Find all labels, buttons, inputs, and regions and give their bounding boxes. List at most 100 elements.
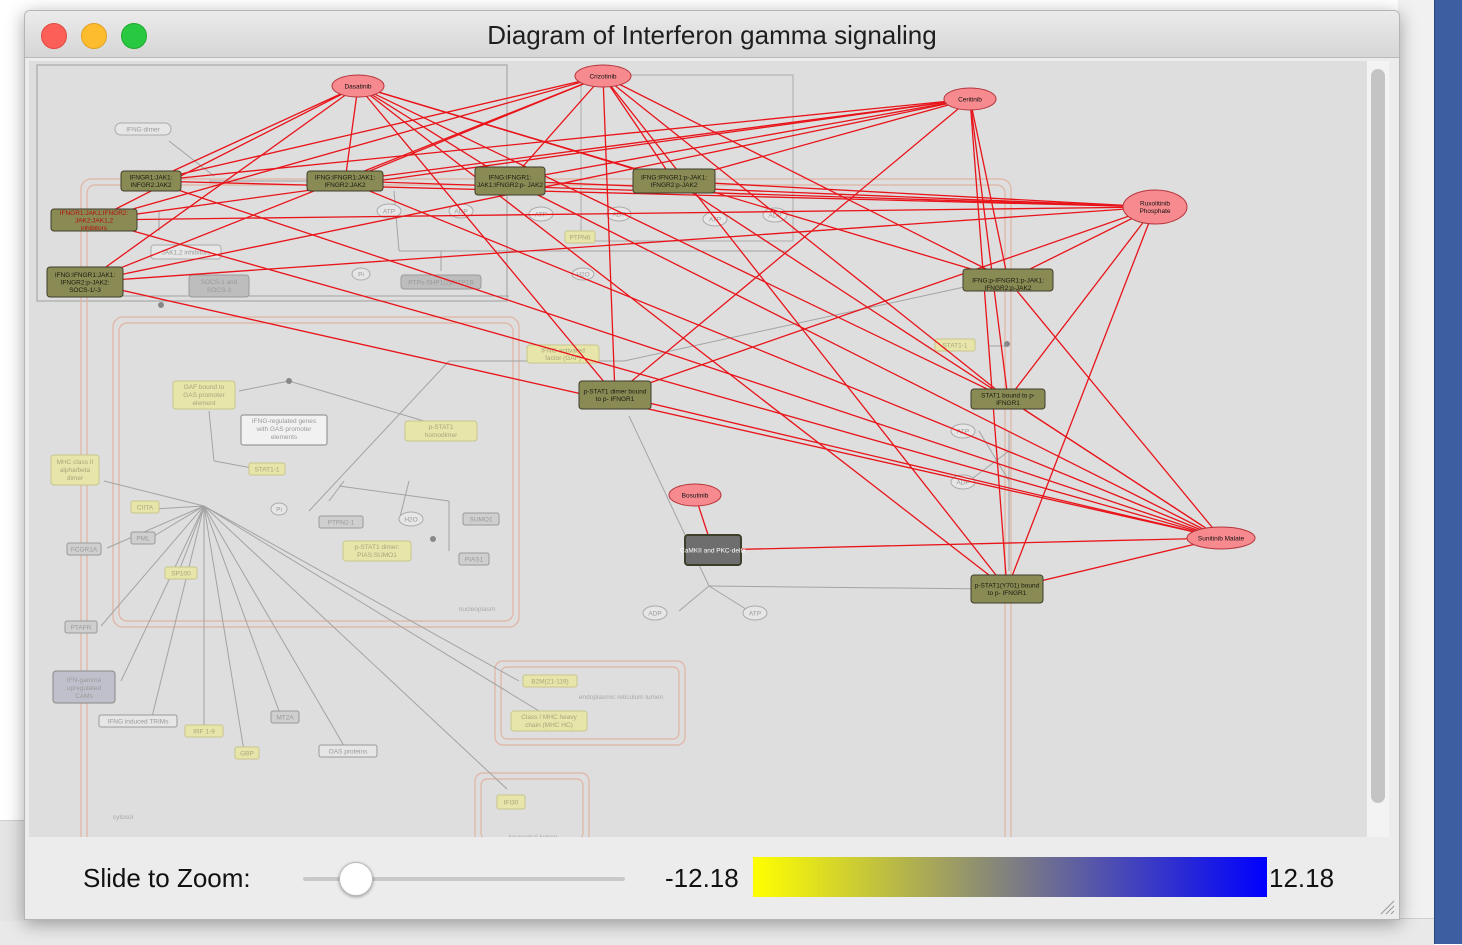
drug-target-edge[interactable] (969, 98, 1009, 400)
drug-target-edge[interactable] (614, 206, 1156, 396)
complex-node[interactable]: IFNG:IFNGR1:p-JAK1:IFNGR2:p-JAK2 (632, 168, 716, 194)
complex-label: SOCS-1/-3 (69, 287, 101, 294)
drug-target-edge[interactable] (93, 75, 604, 221)
drug-label: Phosphate (1139, 208, 1170, 215)
resize-grip-icon[interactable] (1379, 899, 1395, 915)
complex-label: IFNG:IFNGR1: (489, 175, 532, 182)
close-button[interactable] (41, 23, 67, 49)
drug-node[interactable]: Crizotinib (574, 64, 632, 88)
drug-target-edge[interactable] (93, 219, 1222, 539)
vertical-scroll-thumb[interactable] (1371, 69, 1385, 803)
drug-target-edge[interactable] (509, 180, 1222, 539)
drug-target-edge[interactable] (614, 394, 1222, 539)
drug-target-edge[interactable] (344, 98, 971, 182)
drug-target-edge[interactable] (712, 537, 1222, 551)
drug-target-edge[interactable] (357, 85, 511, 182)
svg-text:JAK1,2 inhibitors: JAK1,2 inhibitors (162, 250, 212, 257)
drug-target-edge[interactable] (969, 98, 1009, 281)
drug-target-edge[interactable] (93, 206, 1156, 221)
svg-text:H2O: H2O (404, 517, 417, 524)
drug-label: Crizotinib (589, 73, 616, 80)
drug-target-edge[interactable] (969, 98, 1008, 590)
drug-target-edge[interactable] (150, 85, 359, 182)
drug-target-edge[interactable] (84, 281, 1222, 539)
complex-node[interactable]: IFNG:IFNGR1:JAK1:IFNGR2:JAK2 (306, 170, 384, 192)
drug-node[interactable]: Sunitinib Malate (1186, 526, 1256, 550)
drug-target-edge[interactable] (150, 75, 604, 182)
legend-min-value: -12.18 (665, 863, 739, 893)
drug-node[interactable]: Bosutinib (668, 483, 722, 507)
complex-node[interactable]: IFNG:p-IFNGR1:p-JAK1:IFNGR2:p-JAK2 (962, 268, 1054, 292)
drug-target-edge[interactable] (509, 180, 1156, 208)
complex-label: IFNGR2:p-JAK2 (651, 182, 698, 189)
drug-label: Ceritinib (958, 96, 982, 103)
drug-node[interactable]: Ceritinib (943, 87, 997, 111)
complex-label: IFNGR2:p-JAK2: (61, 279, 110, 286)
background-reactions (100, 140, 1010, 790)
svg-text:chain (MHC HC): chain (MHC HC) (525, 722, 573, 729)
complex-node[interactable]: CaMKII and PKC-delta (680, 534, 746, 566)
background-nodes: IFNG dimer JAK1,2 inhibitors SOCS-1 andS… (50, 122, 1010, 837)
color-legend-bar (753, 857, 1267, 897)
drug-target-edge[interactable] (150, 98, 971, 182)
drug-target-edge[interactable] (602, 75, 1008, 590)
drug-target-edge[interactable] (614, 98, 971, 396)
svg-text:ADP: ADP (612, 212, 625, 219)
drug-target-edge[interactable] (1007, 279, 1222, 539)
svg-text:with GAS promoter: with GAS promoter (256, 426, 313, 433)
diagram-window: Diagram of Interferon gamma signaling (24, 10, 1400, 920)
complex-label: p-STAT1(Y701) bound (975, 583, 1040, 590)
drug-target-edge[interactable] (344, 85, 359, 182)
complex-node[interactable]: IFNGR1:JAK1:INFGR2:JAK2 (120, 170, 182, 192)
svg-text:FCGR1A: FCGR1A (71, 547, 98, 554)
svg-text:IRF 1-9: IRF 1-9 (193, 729, 215, 736)
svg-text:endoplasmic reticulum lumen: endoplasmic reticulum lumen (579, 694, 664, 701)
drug-label: Ruxolitinib (1140, 201, 1170, 208)
svg-text:element: element (192, 400, 215, 407)
zoom-slider-knob[interactable] (338, 862, 373, 896)
drug-target-edge[interactable] (344, 180, 1222, 539)
pathway-diagram: IFNG dimer JAK1,2 inhibitors SOCS-1 andS… (36, 64, 1256, 837)
svg-text:PML: PML (136, 536, 150, 543)
maximize-button[interactable] (121, 23, 147, 49)
complex-node[interactable]: STAT1 bound to p-IFNGR1 (970, 388, 1046, 410)
drug-target-edge[interactable] (602, 75, 616, 396)
drug-target-edge[interactable] (150, 180, 1222, 539)
zoom-slider[interactable] (303, 877, 625, 881)
svg-text:p-STAT1 dimer:: p-STAT1 dimer: (355, 544, 400, 551)
complex-node[interactable]: IFNG:IFNGR1:JAK1:IFNGR2:p- JAK2 (474, 166, 546, 196)
title-bar[interactable]: Diagram of Interferon gamma signaling (25, 11, 1399, 58)
drug-target-edge[interactable] (357, 85, 616, 396)
drug-target-edge[interactable] (84, 206, 1156, 283)
drug-target-edge[interactable] (1006, 206, 1156, 590)
drug-target-edge[interactable] (673, 98, 971, 182)
drug-target-edge[interactable] (509, 98, 971, 182)
svg-text:factor (GAF): factor (GAF) (545, 355, 581, 362)
drug-target-edge[interactable] (93, 85, 359, 221)
svg-text:IFN-gamma: IFN-gamma (67, 677, 102, 684)
drug-target-edge[interactable] (357, 85, 1009, 400)
complex-node[interactable]: IFNG:IFNGR1:JAK1:IFNGR2:p-JAK2:SOCS-1/-3 (46, 266, 124, 298)
drug-target-edge[interactable] (1007, 206, 1156, 400)
drug-node[interactable]: Dasatinib (331, 74, 385, 98)
window-title: Diagram of Interferon gamma signaling (487, 20, 937, 50)
drug-target-edge[interactable] (93, 98, 971, 221)
drug-target-edge[interactable] (602, 75, 675, 182)
minimize-button[interactable] (81, 23, 107, 49)
complex-label: JAK2:JAK1,2 (75, 217, 114, 224)
drug-target-edge[interactable] (602, 75, 1009, 400)
svg-text:SUMO1: SUMO1 (469, 517, 493, 524)
desktop-left (0, 820, 24, 921)
svg-text:PTAFR: PTAFR (71, 625, 92, 632)
drug-target-edge[interactable] (357, 85, 1008, 590)
drug-target-edge[interactable] (673, 180, 1156, 208)
drug-target-edge[interactable] (1007, 206, 1156, 281)
drug-target-edge[interactable] (602, 75, 1009, 281)
drug-target-edge[interactable] (1007, 398, 1222, 539)
drug-target-edge[interactable] (509, 75, 604, 182)
